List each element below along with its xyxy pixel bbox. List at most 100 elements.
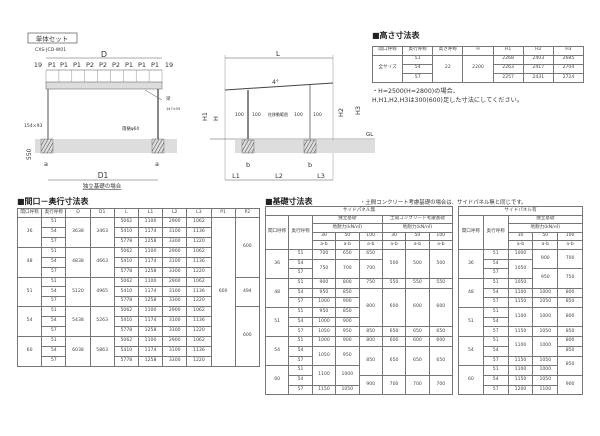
pitch-label: P1 bbox=[138, 61, 146, 69]
table-cell: 1100 bbox=[137, 306, 164, 318]
table-cell: 1150 bbox=[507, 355, 534, 367]
column-header: サイドパネル有 bbox=[458, 206, 583, 216]
table-cell: 1174 bbox=[137, 256, 164, 268]
table-cell: 1100 bbox=[137, 335, 164, 347]
table-cell: 36 bbox=[458, 248, 484, 280]
table-cell: 650 bbox=[358, 248, 383, 260]
table-cell: 51 bbox=[264, 307, 290, 338]
header-row: サイドパネル無 bbox=[265, 206, 453, 216]
table-cell: 54 bbox=[16, 306, 43, 337]
table-cell: 54 bbox=[482, 374, 509, 386]
pitch-label: P2 bbox=[86, 61, 94, 69]
table-cell: 1050 bbox=[311, 345, 337, 367]
beam-size: 147×55 bbox=[166, 107, 180, 111]
table-cell: 1000 bbox=[311, 336, 337, 347]
clearance-100: 100 bbox=[252, 112, 261, 118]
table-cell: 5410 bbox=[113, 316, 139, 327]
table-cell: 1000 bbox=[335, 365, 360, 386]
foundation-table-title: ■基礎寸法表 bbox=[265, 197, 313, 206]
column-header: a-b bbox=[428, 240, 454, 250]
pitch-label: P1 bbox=[151, 61, 159, 69]
column-header: 地耐力(kN/㎡) bbox=[311, 223, 383, 233]
column-header: 奥行呼称 bbox=[288, 214, 313, 250]
table-cell: 57 bbox=[402, 72, 434, 84]
table-cell: 1000 bbox=[532, 287, 559, 299]
table-cell: 1258 bbox=[137, 266, 164, 278]
column-header: L bbox=[113, 207, 139, 219]
table-cell: 60 bbox=[16, 335, 43, 367]
table-cell: 1050 bbox=[532, 297, 559, 309]
dimension-l1: L1 bbox=[232, 172, 240, 180]
column-header: 30 bbox=[507, 231, 534, 242]
table-cell: 54 bbox=[288, 316, 313, 328]
table-cell: 54 bbox=[41, 316, 67, 327]
column-header: P2 bbox=[234, 207, 261, 219]
table-cell: 1136 bbox=[186, 316, 212, 327]
table-cell: 1136 bbox=[186, 227, 212, 238]
table-cell: 600 bbox=[381, 287, 407, 328]
ground-band bbox=[35, 139, 177, 153]
table-cell: 900 bbox=[335, 336, 360, 347]
height-table-title: ■高さ寸法表 bbox=[372, 31, 420, 40]
table-cell: 1062 bbox=[186, 217, 212, 229]
table-cell: 800 bbox=[557, 336, 583, 347]
table-cell: 550 bbox=[405, 278, 430, 289]
column-header: 奥行呼称 bbox=[402, 46, 434, 56]
table-cell: 700 bbox=[335, 258, 360, 280]
dimension-l: L bbox=[276, 50, 280, 58]
table-cell: 5263 bbox=[89, 306, 115, 337]
table-cell: 600 bbox=[234, 306, 261, 367]
table-cell: 5062 bbox=[113, 335, 139, 347]
table-cell: 1062 bbox=[186, 306, 212, 318]
dim-b-left: b bbox=[246, 161, 250, 169]
table-cell: 950 bbox=[311, 287, 337, 299]
column-header: 間口呼称 bbox=[264, 214, 290, 250]
table-cell: 500 bbox=[405, 248, 430, 280]
table-cell: 51 bbox=[288, 248, 313, 260]
table-cell: 1258 bbox=[137, 325, 164, 337]
table-cell: 57 bbox=[288, 297, 313, 309]
height-note-1: ・H=2500(H=2800)の場合、 bbox=[372, 88, 459, 95]
table-cell: 3100 bbox=[162, 256, 188, 268]
table-cell: 1100 bbox=[507, 336, 534, 357]
table-cell: 950 bbox=[335, 345, 360, 367]
table-cell: 1100 bbox=[137, 246, 164, 258]
table-cell: 5778 bbox=[113, 236, 139, 248]
table-cell: 5062 bbox=[113, 276, 139, 288]
column-header: 地耐力(kN/㎡) bbox=[507, 223, 584, 233]
table-cell: 57 bbox=[288, 384, 313, 396]
table-cell: 2685 bbox=[552, 54, 585, 65]
table-cell: 57 bbox=[41, 296, 67, 308]
table-cell: 54 bbox=[288, 374, 313, 386]
table-cell: 48 bbox=[264, 278, 290, 309]
pitch-label: P1 bbox=[60, 61, 68, 69]
table-cell: 54 bbox=[482, 316, 509, 328]
table-cell: 850 bbox=[557, 355, 583, 376]
table-cell: 54 bbox=[41, 286, 67, 298]
table-cell: 1136 bbox=[186, 345, 212, 357]
table-cell: 51 bbox=[288, 278, 313, 289]
table-cell: 36 bbox=[264, 248, 290, 280]
foundation-note: ・土間コンクリート考慮基礎の場合は、サイドパネル無と同じです。 bbox=[360, 200, 527, 206]
table-cell: 2724 bbox=[552, 72, 585, 84]
column-header: 間口呼称 bbox=[371, 46, 404, 56]
table-cell: 54 bbox=[482, 258, 509, 270]
table-cell: 650 bbox=[405, 326, 430, 338]
table-cell: 51 bbox=[288, 307, 313, 318]
table-cell: 750 bbox=[358, 278, 383, 289]
dim-a-left: a bbox=[44, 160, 48, 168]
table-cell: 500 bbox=[381, 248, 407, 280]
table-cell: 22 bbox=[432, 54, 464, 84]
